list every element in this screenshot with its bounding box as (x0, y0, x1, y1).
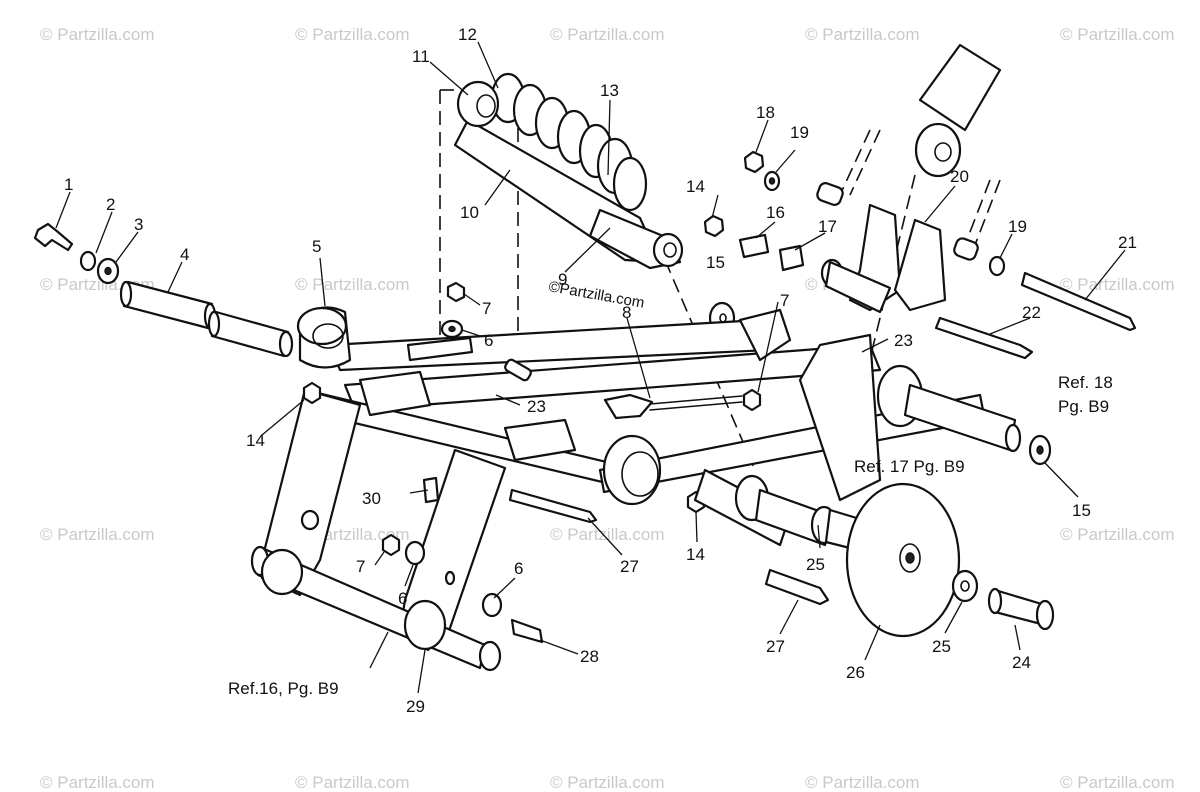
callout-1: 1 (64, 175, 73, 194)
callout-14a: 14 (686, 177, 705, 196)
idler-wheel-26 (845, 482, 961, 638)
watermark: © Partzilla.com (1060, 773, 1175, 792)
callout-23a: 23 (894, 331, 913, 350)
ref-18-line1: Ref. 18 (1058, 373, 1113, 392)
shock-absorber (439, 72, 756, 471)
watermark: © Partzilla.com (805, 25, 920, 44)
watermark: © Partzilla.com (1060, 525, 1175, 544)
callout-16: 16 (766, 203, 785, 222)
callout-18: 18 (756, 103, 775, 122)
callout-29: 29 (406, 697, 425, 716)
bolt-21 (1020, 271, 1137, 332)
callout-23b: 23 (527, 397, 546, 416)
callout-28: 28 (580, 647, 599, 666)
ref-16: Ref.16, Pg. B9 (228, 679, 339, 698)
tube-4 (122, 280, 214, 330)
callout-13: 13 (600, 81, 619, 100)
ref-17: Ref. 17 Pg. B9 (854, 457, 965, 476)
wheel-assembly (693, 468, 1055, 638)
watermark: © Partzilla.com (805, 773, 920, 792)
watermark: © Partzilla.com (40, 525, 155, 544)
watermark: © Partzilla.com (295, 25, 410, 44)
callouts: 1 2 3 4 5 6 6 6 7 7 7 8 9 10 11 12 13 14… (64, 25, 1137, 716)
bushing-16 (738, 233, 770, 259)
bolt-27b (764, 568, 830, 606)
callout-6c: 6 (514, 559, 523, 578)
callout-14b: 14 (246, 431, 265, 450)
callout-4: 4 (180, 245, 189, 264)
hardware-top (703, 150, 1137, 360)
leader-lines (55, 41, 1126, 694)
callout-8: 8 (622, 303, 631, 322)
eye-bolt-8 (603, 388, 762, 420)
reference-labels: Ref. 18 Pg. B9 Ref. 17 Pg. B9 Ref.16, Pg… (228, 373, 1113, 698)
callout-7a: 7 (482, 299, 491, 318)
washer-19b (988, 255, 1006, 277)
callout-3: 3 (134, 215, 143, 234)
callout-24: 24 (1012, 653, 1031, 672)
hardware-middle (302, 281, 830, 644)
callout-27a: 27 (620, 557, 639, 576)
callout-14c: 14 (686, 545, 705, 564)
upper-right-mount (816, 43, 1002, 421)
callout-25a: 25 (806, 555, 825, 574)
callout-7b: 7 (356, 557, 365, 576)
callout-6a: 6 (484, 331, 493, 350)
callout-9: 9 (558, 270, 567, 289)
watermark: © Partzilla.com (1060, 275, 1175, 294)
watermark: © Partzilla.com (550, 25, 665, 44)
callout-12: 12 (458, 25, 477, 44)
watermark: © Partzilla.com (295, 773, 410, 792)
callout-26: 26 (846, 663, 865, 682)
callout-6b: 6 (398, 589, 407, 608)
watermark: © Partzilla.com (550, 525, 665, 544)
callout-21: 21 (1118, 233, 1137, 252)
callout-30: 30 (362, 489, 381, 508)
callout-10: 10 (460, 203, 479, 222)
callout-19a: 19 (790, 123, 809, 142)
lower-linkage-29 (250, 388, 507, 672)
callout-2: 2 (106, 195, 115, 214)
callout-11: 11 (412, 47, 430, 66)
watermark: © Partzilla.com (40, 25, 155, 44)
callout-25b: 25 (932, 637, 951, 656)
spring-coils (490, 72, 648, 212)
bolt-27 (508, 488, 598, 524)
watermark: © Partzilla.com (550, 773, 665, 792)
nut-18 (743, 150, 765, 174)
watermark: © Partzilla.com (40, 773, 155, 792)
callout-19b: 19 (1008, 217, 1027, 236)
axle-end (903, 383, 1017, 452)
nut-14 (703, 214, 725, 238)
washer-25 (951, 569, 979, 603)
watermark: © Partzilla.com (295, 275, 410, 294)
front-axle-parts (33, 222, 294, 358)
bolt-1 (33, 222, 74, 252)
ref-18-line2: Pg. B9 (1058, 397, 1109, 416)
callout-17: 17 (818, 217, 837, 236)
callout-22: 22 (1022, 303, 1041, 322)
watermark: © Partzilla.com (1060, 25, 1175, 44)
callout-5: 5 (312, 237, 321, 256)
callout-27b: 27 (766, 637, 785, 656)
bushing-17 (778, 244, 805, 272)
callout-15b: 15 (1072, 501, 1091, 520)
callout-7c: 7 (780, 291, 789, 310)
callout-20: 20 (950, 167, 969, 186)
washer-2 (79, 250, 97, 272)
pivot-tube-5 (296, 306, 348, 346)
callout-15a: 15 (706, 253, 725, 272)
bolt-22 (934, 316, 1034, 360)
